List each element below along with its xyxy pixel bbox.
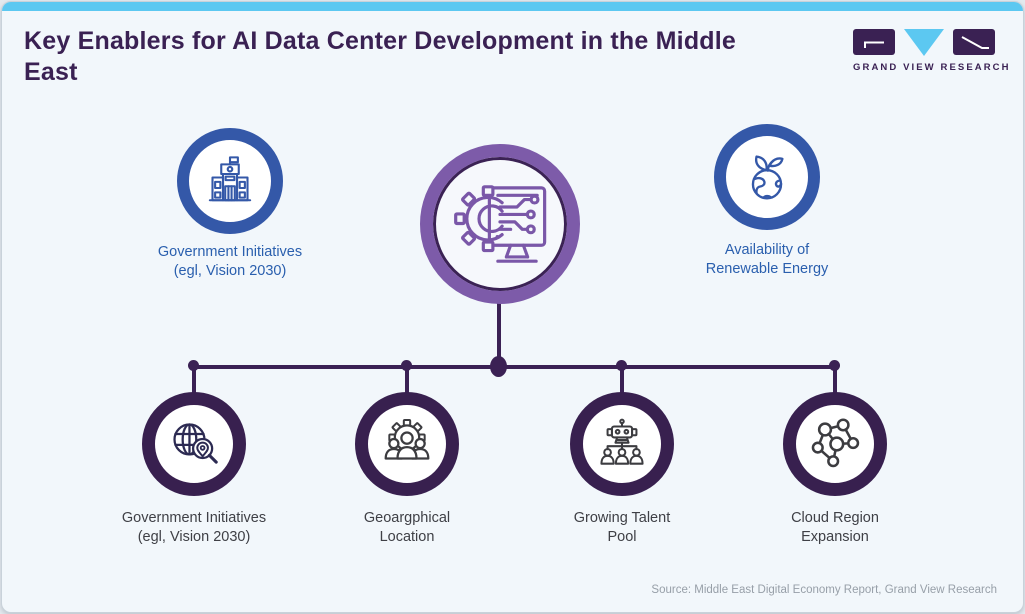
connector-dot-4 (829, 360, 840, 371)
source-note: Source: Middle East Digital Economy Repo… (651, 584, 997, 596)
label-government-initiatives-top: Government Initiatives (egl, Vision 2030… (105, 243, 355, 281)
globe-search-pin-icon (173, 423, 218, 464)
connector-dot-2 (401, 360, 412, 371)
node-renewable-energy (714, 124, 820, 230)
label-growing-talent-pool: Growing Talent Pool (507, 509, 737, 547)
node-government-initiatives-bottom (142, 392, 246, 496)
eco-globe-icon (751, 155, 784, 200)
label-line: Growing Talent (573, 510, 671, 526)
gear-team-icon (384, 418, 430, 460)
gvr-logo-mark (853, 29, 995, 56)
node-geographical-location (355, 392, 459, 496)
gvr-logo: GRAND VIEW RESEARCH (853, 29, 1011, 73)
label-cloud-region-expansion: Cloud Region Expansion (720, 509, 950, 547)
logo-r-icon (953, 29, 995, 55)
label-line: Renewable Energy (705, 261, 829, 277)
accent-top-bar (2, 2, 1023, 11)
label-line: Geoargphical (363, 510, 451, 526)
connector-dot-3 (616, 360, 627, 371)
connector-stub-1 (192, 367, 196, 393)
ai-computer-icon (454, 185, 547, 263)
label-geographical-location: Geoargphical Location (292, 509, 522, 547)
label-renewable-energy: Availability of Renewable Energy (642, 241, 892, 279)
label-line: Cloud Region (791, 510, 879, 526)
node-cloud-region-expansion (783, 392, 887, 496)
connector-horizontal (192, 365, 837, 369)
label-line: (egl, Vision 2030) (173, 263, 287, 279)
connector-dot-1 (188, 360, 199, 371)
government-building-icon (208, 156, 252, 202)
center-node (420, 144, 580, 304)
label-line: (egl, Vision 2030) (137, 529, 251, 545)
label-line: Government Initiatives (157, 244, 303, 260)
label-line: Availability of (724, 242, 810, 258)
node-government-initiatives-top (177, 128, 283, 234)
node-growing-talent-pool (570, 392, 674, 496)
logo-g-icon (853, 29, 895, 55)
label-line: Pool (607, 529, 637, 545)
network-nodes-icon (811, 418, 860, 468)
gvr-logo-wordmark: GRAND VIEW RESEARCH (853, 62, 1011, 73)
robot-team-icon (600, 418, 644, 465)
page-title: Key Enablers for AI Data Center Developm… (24, 27, 737, 86)
connector-stub-3 (620, 367, 624, 393)
connector-center-junction (490, 356, 507, 377)
connector-stub-2 (405, 367, 409, 393)
label-line: Expansion (801, 529, 869, 545)
label-government-initiatives-bottom: Government Initiatives (egl, Vision 2030… (79, 509, 309, 547)
label-line: Location (379, 529, 435, 545)
connector-stub-4 (833, 367, 837, 393)
label-line: Government Initiatives (121, 510, 267, 526)
logo-v-icon (904, 29, 944, 56)
connector-center-vertical (497, 303, 501, 367)
